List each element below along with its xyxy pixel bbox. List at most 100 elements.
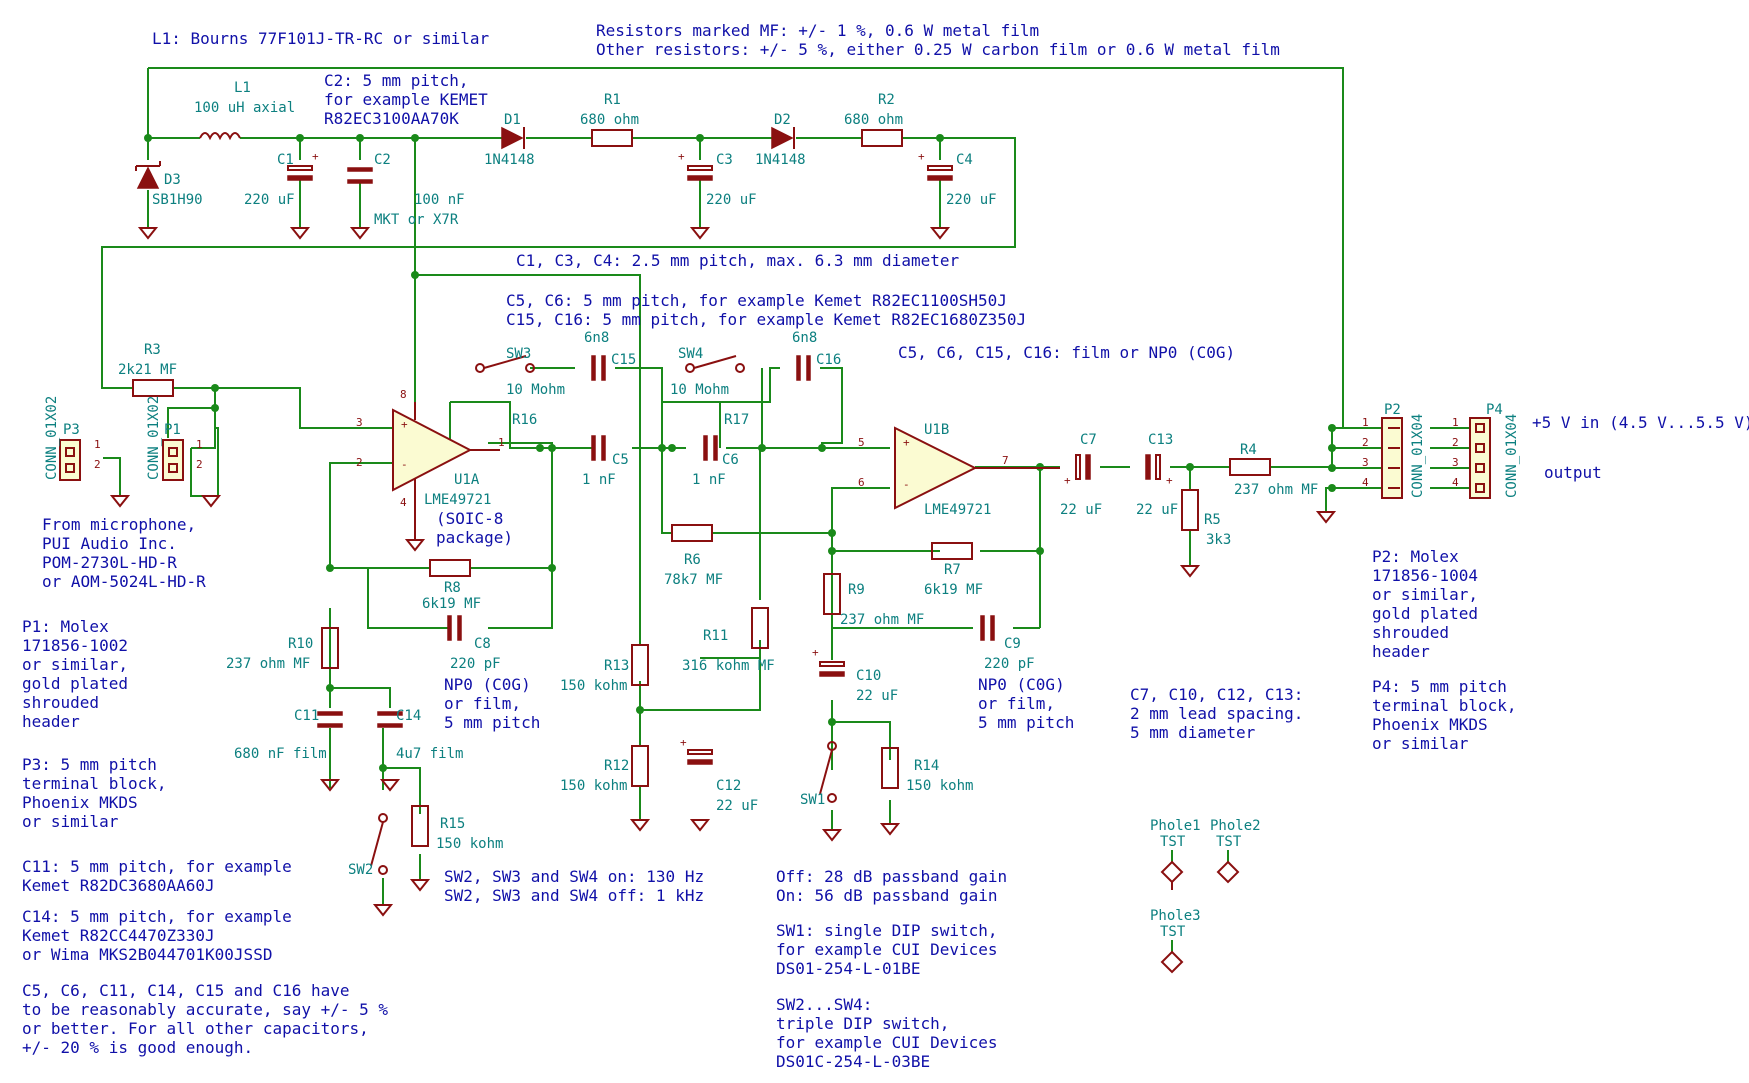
note-c2c: R82EC3100AA70K (324, 109, 459, 128)
note-c56a: C5, C6: 5 mm pitch, for example Kemet R8… (506, 291, 1007, 310)
svg-text:3: 3 (1452, 456, 1459, 469)
value-tst2: TST (1216, 834, 1242, 850)
svg-text:or similar: or similar (1372, 734, 1469, 753)
svg-text:SW2, SW3 and SW4 off: 1 kHz: SW2, SW3 and SW4 off: 1 kHz (444, 886, 704, 905)
inductor-l1 (199, 132, 241, 141)
svg-text:P3: 5 mm pitch: P3: 5 mm pitch (22, 755, 157, 774)
note-film: C5, C6, C15, C16: film or NP0 (C0G) (898, 343, 1235, 362)
svg-text:or similar: or similar (22, 812, 119, 831)
note-res2: Other resistors: +/- 5 %, either 0.25 W … (596, 40, 1280, 59)
svg-text:2: 2 (356, 456, 363, 469)
diode-d1 (501, 126, 525, 150)
svg-text:2: 2 (196, 458, 203, 471)
value-c7: 22 uF (1060, 502, 1102, 518)
ref-c11: C11 (294, 708, 319, 724)
value-r4: 237 ohm MF (1234, 482, 1318, 498)
svg-text:C5, C6, C11, C14, C15 and C16: C5, C6, C11, C14, C15 and C16 have (22, 981, 350, 1000)
resistor-r12 (631, 745, 649, 787)
note-pkg1: (SOIC-8 (436, 509, 503, 528)
ref-sw2: SW2 (348, 862, 373, 878)
note-output: output (1544, 463, 1602, 482)
ref-c12: C12 (716, 778, 741, 794)
value-r6: 78k7 MF (664, 572, 723, 588)
svg-text:1: 1 (498, 436, 505, 449)
value-c2b: MKT or X7R (374, 212, 459, 228)
ref-c10: C10 (856, 668, 881, 684)
test-point-phole2 (1216, 860, 1240, 884)
svg-text:5 mm pitch: 5 mm pitch (978, 713, 1074, 732)
value-r17: 10 Mohm (670, 382, 729, 398)
resistor-r3 (132, 379, 174, 397)
svg-text:5 mm diameter: 5 mm diameter (1130, 723, 1256, 742)
value-r11: 316 kohm MF (682, 658, 775, 674)
ref-r2: R2 (878, 92, 895, 108)
capacitor-c2 (347, 167, 373, 184)
svg-text:gold plated: gold plated (22, 674, 128, 693)
svg-text:+: + (1166, 474, 1173, 487)
ref-r9: R9 (848, 582, 865, 598)
ref-r5: R5 (1204, 512, 1221, 528)
ref-c15: C15 (611, 352, 636, 368)
ref-p4: P4 (1486, 402, 1503, 418)
resistor-r9 (823, 573, 841, 615)
svg-text:header: header (22, 712, 80, 731)
ref-p1: P1 (164, 422, 181, 438)
ref-c4: C4 (956, 152, 973, 168)
svg-text:1: 1 (196, 438, 203, 451)
note-pkg2: package) (436, 528, 513, 547)
capacitor-c12 (687, 749, 713, 765)
ref-r16: R16 (512, 412, 537, 428)
capacitor-c14 (377, 711, 403, 728)
svg-text:header: header (1372, 642, 1430, 661)
value-d2: 1N4148 (755, 152, 806, 168)
connector-p3 (59, 439, 81, 481)
value-p2: CONN_01X04 (1410, 414, 1426, 498)
ref-c9: C9 (1004, 636, 1021, 652)
svg-text:-: - (401, 458, 408, 471)
pin-numbers: 3 2 1 8 4 5 6 7 1 2 1 2 1 2 3 4 1 2 3 4 … (94, 150, 1459, 749)
svg-text:+: + (812, 646, 819, 659)
svg-text:5 mm pitch: 5 mm pitch (444, 713, 540, 732)
svg-text:Kemet R82DC3680AA60J: Kemet R82DC3680AA60J (22, 876, 215, 895)
svg-text:terminal block,: terminal block, (22, 774, 167, 793)
svg-text:+: + (678, 150, 685, 163)
svg-text:SW2...SW4:: SW2...SW4: (776, 995, 872, 1014)
svg-text:C14: 5 mm pitch, for example: C14: 5 mm pitch, for example (22, 907, 292, 926)
capacitor-c6 (703, 435, 718, 461)
svg-text:+: + (1064, 474, 1071, 487)
svg-text:SW2, SW3 and SW4 on: 130 Hz: SW2, SW3 and SW4 on: 130 Hz (444, 867, 704, 886)
ref-c6: C6 (722, 452, 739, 468)
resistor-r7 (931, 542, 973, 560)
test-point-phole3 (1160, 950, 1184, 974)
svg-text:for example CUI Devices: for example CUI Devices (776, 940, 998, 959)
ref-r17: R17 (724, 412, 749, 428)
value-c8: 220 pF (450, 656, 501, 672)
resistor-r2 (861, 129, 903, 147)
value-c6: 1 nF (692, 472, 726, 488)
diode-d3 (135, 161, 161, 189)
value-r3: 2k21 MF (118, 362, 177, 378)
ref-c2: C2 (374, 152, 391, 168)
ref-c16: C16 (816, 352, 841, 368)
diode-d2 (771, 126, 795, 150)
capacitor-c16 (796, 355, 811, 381)
ref-r1: R1 (604, 92, 621, 108)
connector-p4 (1469, 417, 1491, 499)
capacitor-c9 (980, 615, 995, 641)
value-p1: CONN_01X02 (146, 396, 162, 480)
capacitor-c7 (1075, 454, 1091, 480)
ref-phole3: Phole3 (1150, 908, 1201, 924)
svg-text:+: + (903, 436, 910, 449)
ref-r10: R10 (288, 636, 313, 652)
value-r1: 680 ohm (580, 112, 639, 128)
ref-phole2: Phole2 (1210, 818, 1261, 834)
svg-text:4: 4 (400, 496, 407, 509)
svg-text:2 mm lead spacing.: 2 mm lead spacing. (1130, 704, 1303, 723)
note-c134: C1, C3, C4: 2.5 mm pitch, max. 6.3 mm di… (516, 251, 959, 270)
ref-sw3: SW3 (506, 346, 531, 362)
svg-text:Phoenix MKDS: Phoenix MKDS (1372, 715, 1488, 734)
value-u1b: LME49721 (924, 502, 991, 518)
ground-symbols (109, 227, 1337, 917)
opamp-u1b (894, 426, 978, 510)
